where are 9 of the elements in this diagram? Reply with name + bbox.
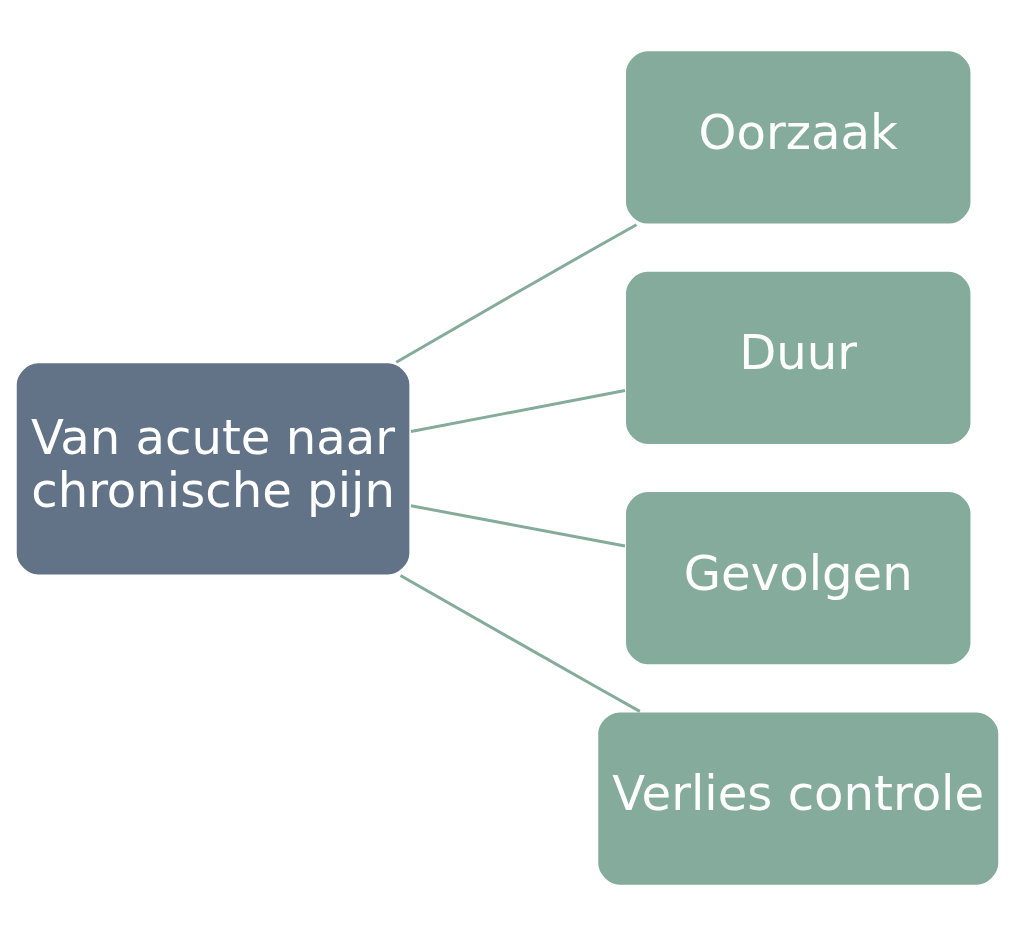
- node-box: Van acute naar chronische pijn: [14, 361, 412, 577]
- node-box: Gevolgen: [624, 490, 973, 667]
- connector: [395, 223, 638, 364]
- node-box: Oorzaak: [624, 49, 973, 226]
- node-box: Duur: [624, 269, 973, 446]
- connector: [410, 504, 626, 548]
- connector: [410, 389, 626, 433]
- connector: [399, 574, 641, 713]
- node-box: Verlies controle: [596, 710, 1001, 887]
